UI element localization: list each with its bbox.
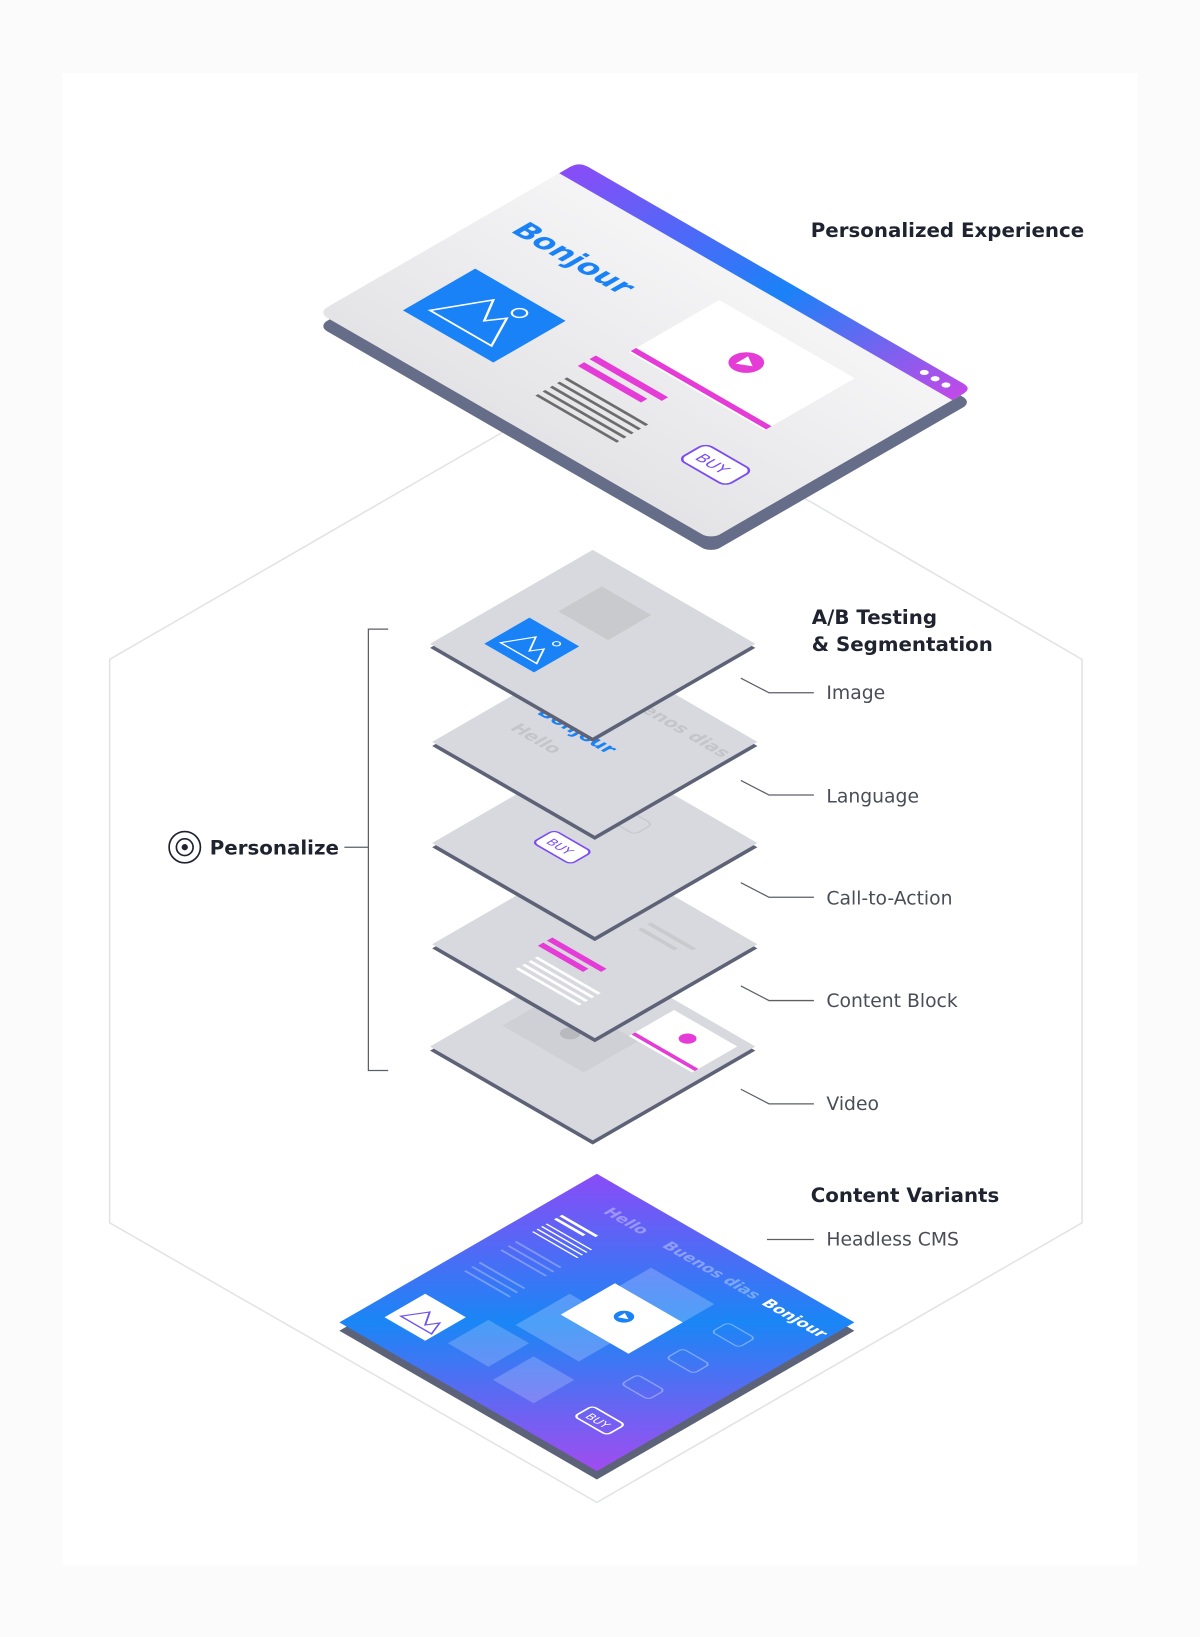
ab-testing-label-line2: & Segmentation [812,633,993,656]
personalize-bracket [367,628,389,1072]
headless-cms-label: Headless CMS [826,1230,959,1251]
personalized-experience-label: Personalized Experience [811,219,1084,242]
personalized-experience-panel: Bonjour BUY [323,164,968,550]
image-label: Image [826,683,885,704]
content-block-label: Content Block [826,991,957,1012]
target-icon [168,830,202,864]
personalize-label: Personalize [210,836,339,859]
menu-dots-icon [919,369,951,388]
language-label: Language [826,786,919,807]
mountain-image-icon [402,268,566,363]
language-leader-line [740,779,814,796]
cta-label: Call-to-Action [826,889,952,910]
video-label: Video [826,1094,879,1115]
hexagon-outline [108,376,1083,1504]
buy-button-icon: BUY [533,830,591,864]
content-block-leader-line [740,985,814,1002]
video-leader-line [740,1088,814,1105]
content-variants-label: Content Variants [811,1184,1000,1207]
cta-leader-line [740,882,814,898]
play-icon [678,1033,697,1044]
browser-header-bar [559,164,968,401]
content-variants-layer: Hello Buenos dias Bonjour [339,1173,855,1480]
ab-testing-label-line1: A/B Testing [812,606,937,629]
image-leader-line [740,677,814,694]
